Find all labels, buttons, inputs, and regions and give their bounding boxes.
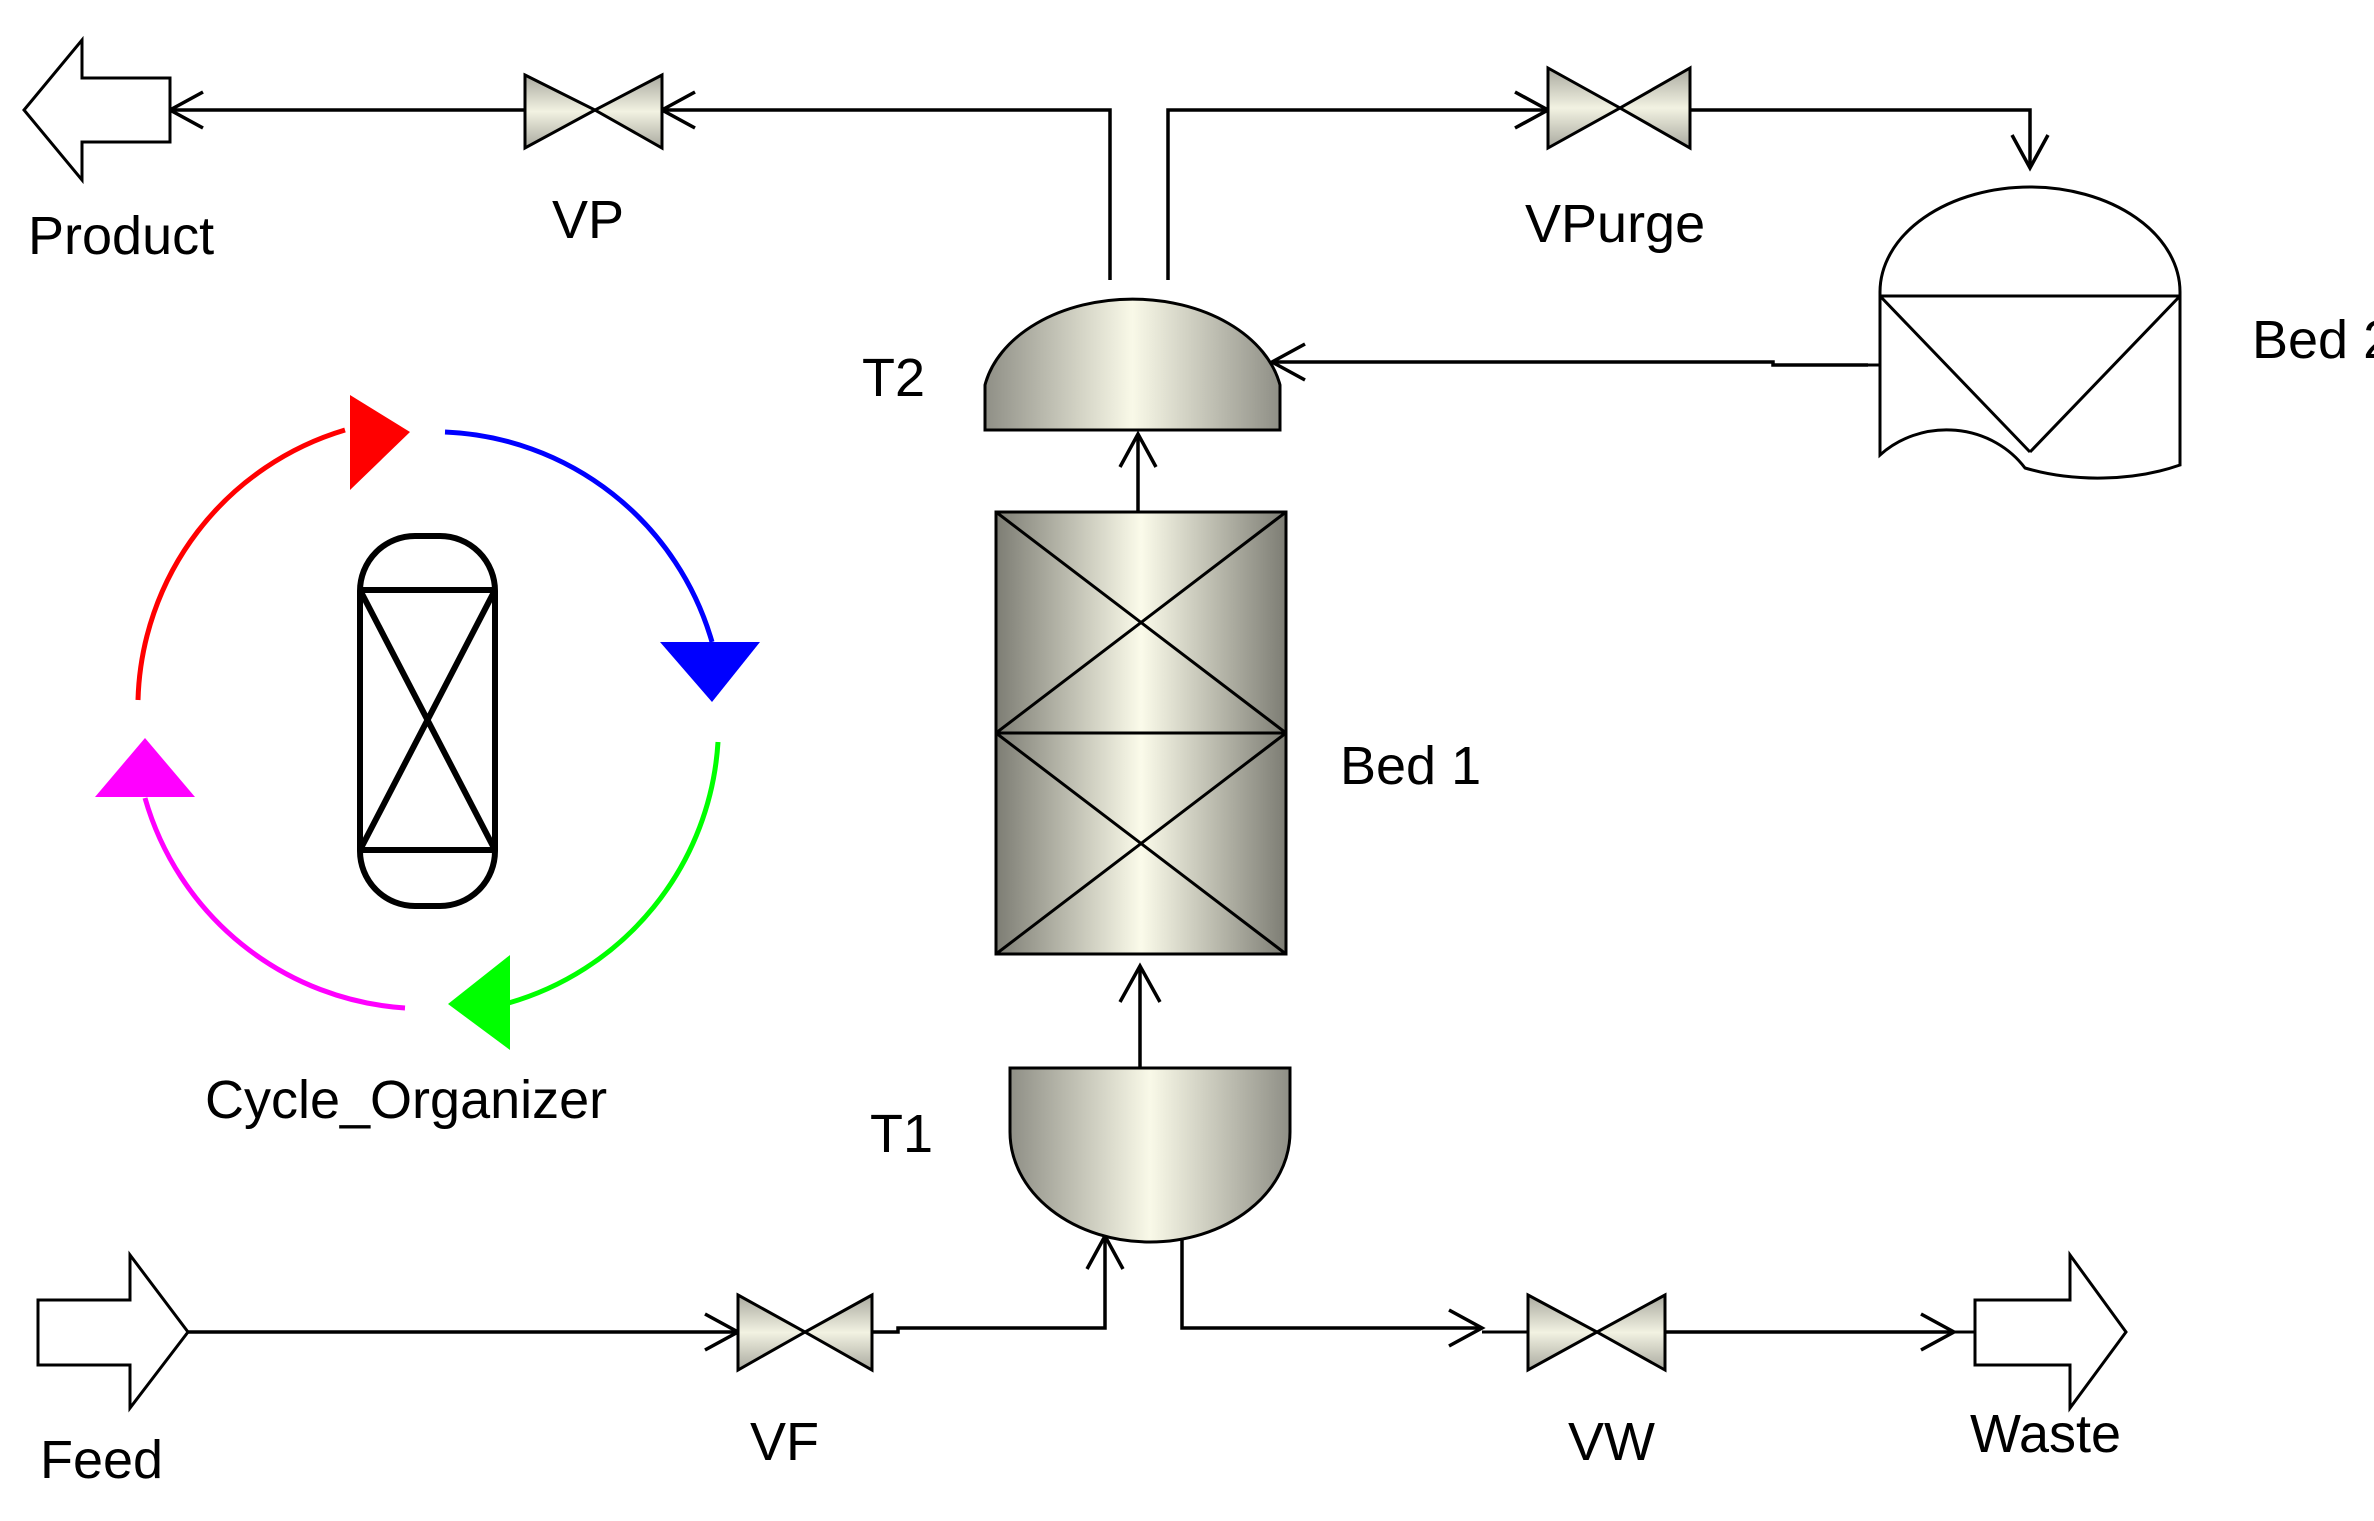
arrow-out-icon [22, 35, 172, 185]
pipe-bed2-to-t2[interactable] [1272, 360, 1868, 367]
cycle-arrow-magenta [95, 738, 195, 797]
arrow-out-icon [1973, 1250, 2128, 1413]
t1-label: T1 [870, 1104, 933, 1164]
t2-label: T2 [862, 348, 925, 408]
product-label: Product [28, 206, 214, 266]
cycle-organizer-label: Cycle_Organizer [205, 1070, 607, 1130]
t1-vessel[interactable]: T1 [870, 1066, 1292, 1244]
valve-vf[interactable]: VF [736, 1292, 874, 1472]
valve-vw[interactable]: VW [1482, 1292, 1667, 1472]
bed1-label: Bed 1 [1340, 736, 1481, 796]
cycle-arc-red [135, 427, 346, 701]
cycle-arrow-green [448, 955, 510, 1050]
arrow-in-icon [36, 1250, 190, 1413]
valve-icon [736, 1292, 874, 1373]
pipe-t2-to-vpurge[interactable] [1166, 108, 1548, 280]
bed2-label: Bed 2 [2252, 310, 2374, 370]
cycle-icon [95, 395, 760, 1050]
vw-label: VW [1568, 1412, 1655, 1472]
t2-vessel[interactable]: T2 [862, 297, 1282, 432]
bed2-vessel[interactable]: Bed 2 [1868, 185, 2374, 480]
arrowhead-vw-in [1448, 1308, 1486, 1348]
cycle-arc-green [504, 741, 721, 1007]
waste-stream[interactable]: Waste [1954, 1250, 2128, 1464]
column-icon [357, 533, 498, 909]
tank-head-icon [983, 297, 1282, 432]
bed1-column[interactable]: Bed 1 [994, 510, 1481, 956]
arrowhead-bed2-in [2010, 134, 2050, 172]
cycle-arrow-blue [660, 642, 760, 702]
vf-label: VF [750, 1412, 819, 1472]
valve-vp[interactable]: VP [523, 72, 664, 250]
valve-icon [1482, 1292, 1667, 1373]
arrowhead-bed1-in [1118, 962, 1162, 1003]
waste-label: Waste [1970, 1404, 2121, 1464]
pipe-t1-to-vw[interactable] [1180, 1236, 1482, 1330]
cycle-organizer[interactable]: Cycle_Organizer [95, 395, 760, 1130]
feed-label: Feed [40, 1430, 163, 1490]
product-stream[interactable]: Product [22, 35, 214, 266]
arrowhead-t2-bottom [1118, 430, 1158, 468]
pipe-vf-to-t1[interactable] [872, 1236, 1107, 1334]
packed-bed-icon [994, 510, 1288, 956]
cycle-arc-blue [444, 429, 715, 643]
vpurge-label: VPurge [1525, 194, 1705, 254]
valve-vpurge[interactable]: VPurge [1525, 65, 1705, 254]
valve-icon [523, 72, 664, 151]
pipe-t2-to-vp[interactable] [662, 108, 1112, 280]
vp-label: VP [552, 190, 624, 250]
arrowhead-t2-in [1268, 342, 1306, 382]
valve-icon [1546, 65, 1692, 151]
pipe-vpurge-to-bed2[interactable] [1690, 108, 2032, 168]
tank-head-icon [1008, 1066, 1292, 1244]
cycle-arc-magenta [142, 797, 406, 1011]
pipes [166, 90, 2050, 1352]
feed-stream[interactable]: Feed [36, 1250, 190, 1490]
cycle-arrow-red [350, 395, 410, 490]
flash-vessel-icon [1868, 185, 2182, 480]
